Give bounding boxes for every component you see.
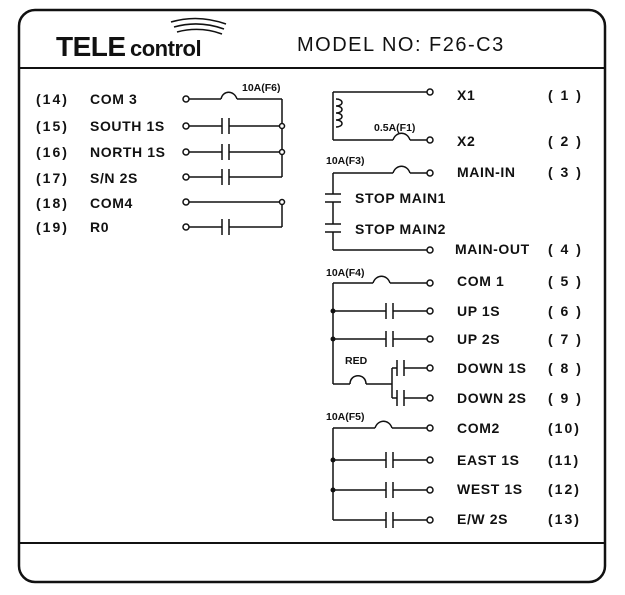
- model-number: MODEL NO: F26-C3: [297, 34, 505, 56]
- fuse-f3-symbol: [392, 165, 411, 174]
- left-num-15: (15): [36, 118, 69, 134]
- fuse-f4-symbol: [372, 275, 391, 284]
- fuse-f5-label: 10A(F5): [326, 411, 365, 423]
- left-num-18: (18): [36, 195, 69, 211]
- logo-arc-1: [170, 17, 227, 25]
- right-label-12: WEST 1S: [457, 481, 523, 497]
- right-num-8: ( 8 ): [548, 360, 583, 376]
- panel-border: [17, 8, 607, 584]
- right-num-5: ( 5 ): [548, 273, 583, 289]
- right-num-7: ( 7 ): [548, 331, 583, 347]
- right-num-2: ( 2 ): [548, 133, 583, 149]
- right-label-5: COM 1: [457, 273, 504, 289]
- fuse-f5-symbol: [374, 420, 393, 429]
- left-label-16: NORTH 1S: [90, 144, 166, 160]
- right-num-12: (12): [548, 481, 581, 497]
- right-label-10: COM2: [457, 420, 500, 436]
- left-num-16: (16): [36, 144, 69, 160]
- right-num-13: (13): [548, 511, 581, 527]
- right-num-3: ( 3 ): [548, 164, 583, 180]
- right-label-11: EAST 1S: [457, 452, 520, 468]
- left-circuit: 10A(F6): [182, 82, 286, 235]
- fuse-f4-label: 10A(F4): [326, 267, 365, 279]
- logo-tele: TELE: [56, 31, 126, 62]
- stop-main2-label: STOP MAIN2: [355, 221, 446, 237]
- logo-arc-2: [173, 23, 225, 30]
- left-label-19: R0: [90, 219, 109, 235]
- left-label-18: COM4: [90, 195, 133, 211]
- right-num-10: (10): [548, 420, 581, 436]
- main-circuit: 10A(F3) STOP MAIN1 STOP MAIN2: [325, 155, 446, 254]
- fuse-f6-label: 10A(F6): [242, 82, 281, 94]
- fuse-f1-label: 0.5A(F1): [374, 122, 415, 134]
- logo-control: control: [130, 36, 201, 61]
- left-num-17: (17): [36, 170, 69, 186]
- left-num-14: (14): [36, 91, 69, 107]
- logo-arc-3: [176, 28, 223, 35]
- right-label-13: E/W 2S: [457, 511, 508, 527]
- right-num-11: (11): [548, 452, 580, 468]
- updown-circuit: 10A(F4) RED: [326, 267, 434, 406]
- right-num-1: ( 1 ): [548, 87, 583, 103]
- fuse-f1-symbol: [392, 132, 411, 141]
- right-label-4: MAIN-OUT: [455, 241, 530, 257]
- left-label-14: COM 3: [90, 91, 137, 107]
- coil-symbol: [335, 98, 343, 128]
- right-label-7: UP 2S: [457, 331, 500, 347]
- right-label-8: DOWN 1S: [457, 360, 527, 376]
- left-label-17: S/N 2S: [90, 170, 138, 186]
- right-label-3: MAIN-IN: [457, 164, 516, 180]
- right-label-2: X2: [457, 133, 475, 149]
- right-num-4: ( 4 ): [548, 241, 583, 257]
- right-label-9: DOWN 2S: [457, 390, 527, 406]
- fuse-f6-symbol: [220, 91, 238, 100]
- stop-main1-label: STOP MAIN1: [355, 190, 446, 206]
- fuse-f3-label: 10A(F3): [326, 155, 365, 167]
- coil-circuit: 0.5A(F1): [332, 88, 434, 144]
- left-num-19: (19): [36, 219, 69, 235]
- fuse-red-symbol: [349, 375, 367, 385]
- brand-logo: TELE control: [56, 17, 227, 62]
- left-label-15: SOUTH 1S: [90, 118, 165, 134]
- right-label-1: X1: [457, 87, 475, 103]
- right-label-6: UP 1S: [457, 303, 500, 319]
- red-label: RED: [345, 355, 368, 367]
- eastwest-circuit: 10A(F5): [326, 411, 434, 528]
- right-num-9: ( 9 ): [548, 390, 583, 406]
- right-num-6: ( 6 ): [548, 303, 583, 319]
